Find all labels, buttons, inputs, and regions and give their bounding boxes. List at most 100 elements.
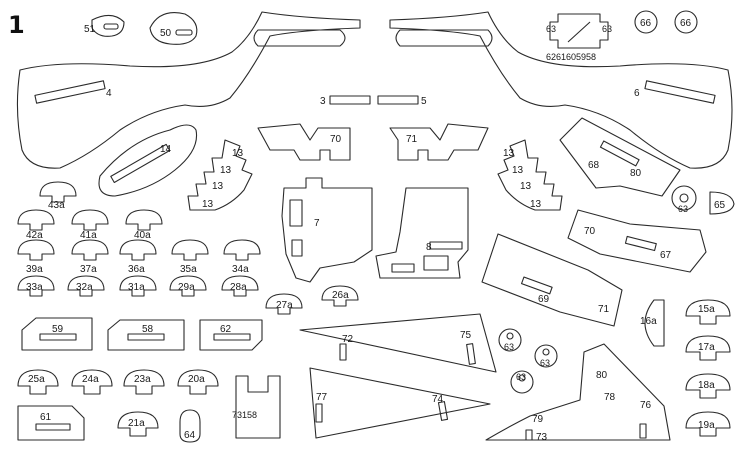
label-78: 78 <box>604 392 616 403</box>
label-17a: 17a <box>698 342 715 353</box>
part-63-circle: 63 <box>671 185 697 214</box>
label-39a: 39a <box>26 264 43 275</box>
label-79: 79 <box>532 414 544 425</box>
label-23a: 23a <box>134 374 151 385</box>
part-63-mid-b: 63 <box>534 344 558 368</box>
part-77-74: 77 74 <box>309 367 491 439</box>
label-26a: 26a <box>332 290 349 301</box>
label-14: 14 <box>160 144 172 155</box>
label-66-a: 66 <box>640 18 652 29</box>
part-50: 50 <box>149 12 198 45</box>
label-71-upper: 71 <box>406 134 418 145</box>
label-71-right: 71 <box>598 304 610 315</box>
label-6: 6 <box>634 88 640 99</box>
label-25a: 25a <box>28 374 45 385</box>
label-13-r4: 13 <box>530 199 542 210</box>
label-50: 50 <box>160 28 172 39</box>
label-62: 62 <box>220 324 232 335</box>
label-31a: 31a <box>128 282 145 293</box>
part-63-mid-c: 63 <box>510 370 534 394</box>
label-8: 8 <box>426 242 432 253</box>
part-27a: 27a <box>265 293 303 315</box>
part-14: 14 <box>98 124 198 197</box>
label-76: 76 <box>640 400 652 411</box>
label-13-r2: 13 <box>512 165 524 176</box>
label-72: 72 <box>342 334 354 345</box>
part-69-71: 69 71 <box>481 233 623 327</box>
part-24a: 24a <box>71 369 113 395</box>
label-77: 77 <box>316 392 328 403</box>
part-left-wing: 4 <box>16 11 361 169</box>
part-33a: 33a <box>17 275 55 297</box>
label-51: 51 <box>84 24 96 35</box>
label-16a: 16a <box>640 316 657 327</box>
part-66-a: 66 <box>634 10 658 34</box>
label-66-b: 66 <box>680 18 692 29</box>
part-70-67: 70 67 <box>567 209 707 273</box>
part-3: 3 <box>320 95 371 107</box>
part-29a: 29a <box>169 275 207 297</box>
sheet-number: 1 <box>8 11 25 39</box>
part-7: 7 <box>281 177 373 283</box>
label-19a: 19a <box>698 420 715 431</box>
label-13-r3: 13 <box>520 181 532 192</box>
label-18a: 18a <box>698 380 715 391</box>
strip-code: 6261605958 <box>546 52 596 62</box>
label-63-mid-b: 63 <box>540 358 550 368</box>
label-36a: 36a <box>128 264 145 275</box>
part-41a: 41a <box>71 209 109 241</box>
label-63-circle: 63 <box>678 204 688 214</box>
part-36a: 36a <box>119 239 157 275</box>
part-17a: 17a <box>685 335 731 361</box>
label-68: 68 <box>588 160 600 171</box>
part-72-75: 72 75 <box>299 313 497 373</box>
label-15a: 15a <box>698 304 715 315</box>
label-67: 67 <box>660 250 672 261</box>
label-4: 4 <box>106 88 112 99</box>
label-75: 75 <box>460 330 472 341</box>
label-42a: 42a <box>26 230 43 241</box>
label-59: 59 <box>52 324 64 335</box>
label-70-right: 70 <box>584 226 596 237</box>
part-64: 64 <box>179 409 201 443</box>
label-69: 69 <box>538 294 550 305</box>
part-18a: 18a <box>685 373 731 399</box>
part-40a: 40a <box>125 209 163 241</box>
label-73158: 73158 <box>232 410 257 420</box>
label-34a: 34a <box>232 264 249 275</box>
part-23a: 23a <box>123 369 165 395</box>
label-13-l3: 13 <box>212 181 224 192</box>
label-40a: 40a <box>134 230 151 241</box>
label-37a: 37a <box>80 264 97 275</box>
label-32a: 32a <box>76 282 93 293</box>
part-16a: 16a <box>640 299 665 347</box>
label-21a: 21a <box>128 418 145 429</box>
label-13-r1: 13 <box>503 148 515 159</box>
part-39a: 39a <box>17 239 55 275</box>
label-29a: 29a <box>178 282 195 293</box>
label-3: 3 <box>320 96 326 107</box>
label-58: 58 <box>142 324 154 335</box>
label-65: 65 <box>714 200 726 211</box>
part-strip-62-58: 63 63 6261605958 <box>546 13 612 62</box>
label-70-upper: 70 <box>330 134 342 145</box>
part-34a: 34a <box>223 239 261 275</box>
part-61: 61 <box>17 405 85 441</box>
label-27a: 27a <box>276 300 293 311</box>
part-58: 58 <box>107 319 185 351</box>
part-70-upper: 70 <box>257 123 351 161</box>
part-62: 62 <box>199 319 263 351</box>
part-20a: 20a <box>177 369 219 395</box>
part-28a: 28a <box>221 275 259 297</box>
label-41a: 41a <box>80 230 97 241</box>
part-68: 68 80 <box>559 117 681 197</box>
part-65: 65 <box>709 191 735 215</box>
part-63-mid-a: 63 <box>498 328 522 352</box>
label-63-strip-right: 63 <box>602 24 612 34</box>
part-73158: 73158 <box>232 375 281 439</box>
label-5: 5 <box>421 96 427 107</box>
label-33a: 33a <box>26 282 43 293</box>
part-right-wing: 6 <box>389 11 733 169</box>
